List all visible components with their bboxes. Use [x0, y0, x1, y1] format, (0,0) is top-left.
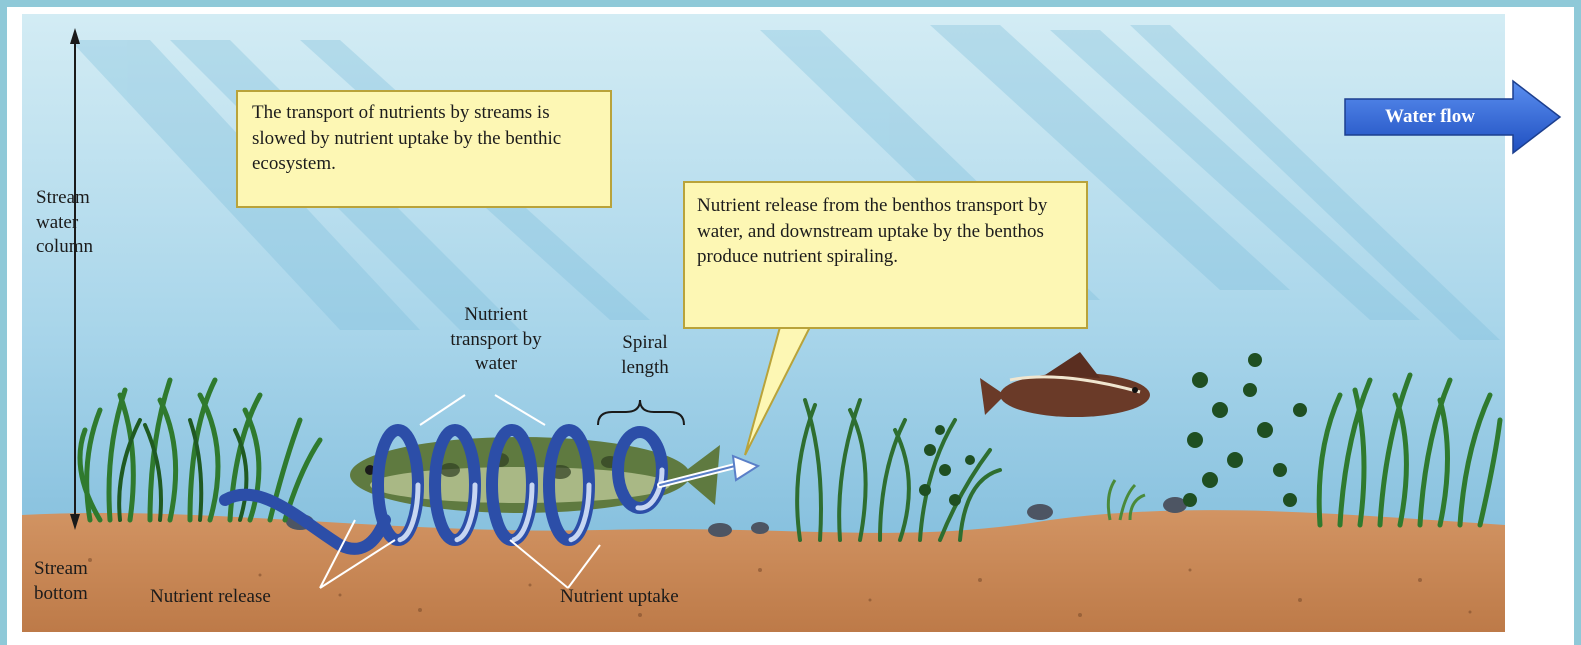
callout-nutrient-spiraling: Nutrient release from the benthos transp…	[683, 181, 1088, 329]
callout-transport-slowed-text: The transport of nutrients by streams is…	[252, 102, 561, 174]
callout-nutrient-spiraling-text: Nutrient release from the benthos transp…	[697, 195, 1047, 267]
label-nutrient-transport: Nutrient transport by water	[436, 303, 556, 377]
label-stream-bottom: Stream bottom	[34, 557, 114, 606]
callout-transport-slowed: The transport of nutrients by streams is…	[236, 90, 612, 208]
label-nutrient-release: Nutrient release	[150, 585, 330, 610]
label-spiral-length: Spiral length	[600, 331, 690, 380]
label-water-column: Stream water column	[36, 186, 126, 260]
water-flow-label: Water flow	[1350, 99, 1510, 135]
label-nutrient-uptake: Nutrient uptake	[560, 585, 740, 610]
